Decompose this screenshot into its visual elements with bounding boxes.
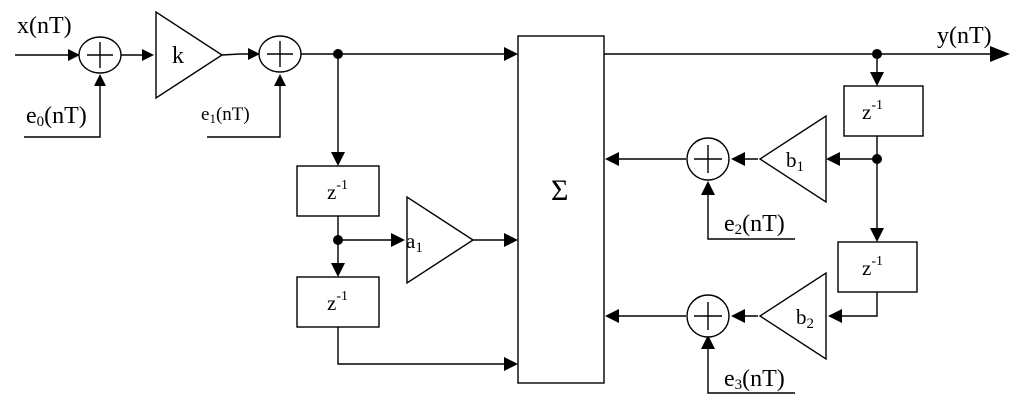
- gain-a1-sub: 1: [415, 240, 423, 256]
- arrow-to-z3: [870, 72, 884, 86]
- arrowheads: [68, 46, 1010, 371]
- delay-label: z-1: [327, 289, 348, 315]
- arrow-b1-adder2: [731, 152, 745, 166]
- adder-1: [258, 35, 302, 73]
- arrow-k-adder1: [248, 48, 260, 60]
- junctions: [333, 49, 882, 245]
- e2-label: e2(nT): [724, 211, 785, 238]
- e1-label: e1(nT): [201, 104, 250, 126]
- arrow-to-b2: [828, 309, 842, 323]
- arrow-z2-summer: [504, 357, 518, 371]
- e0-label: e0(nT): [26, 103, 87, 130]
- summing-block: Σ: [517, 35, 605, 384]
- delay-z2: z-1: [296, 276, 380, 328]
- delay-z3: z-1: [843, 85, 924, 137]
- arrow-to-z4: [870, 228, 884, 242]
- arrow-a1-summer: [504, 233, 518, 247]
- gain-a1: a1: [406, 195, 475, 285]
- gain-b1: b1: [758, 114, 827, 204]
- gain-b1-sub: 1: [797, 159, 805, 175]
- arrow-e1-adder1: [274, 74, 286, 86]
- gain-b2-base: b: [796, 305, 807, 329]
- arrow-to-a1: [391, 233, 405, 247]
- delay-label: z-1: [327, 178, 348, 204]
- arrow-e0-adder0: [94, 74, 106, 86]
- adder-0: [78, 36, 122, 74]
- arrow-e2-adder2: [701, 181, 715, 195]
- gain-b2-label: b2: [796, 305, 814, 332]
- arrow-input-adder0: [68, 49, 80, 61]
- adder-3: [686, 294, 730, 338]
- delay-label: z-1: [862, 98, 883, 124]
- gain-b2-sub: 2: [807, 316, 815, 332]
- input-label: x(nT): [17, 13, 72, 39]
- arrow-to-z1: [331, 152, 345, 166]
- sigma-symbol: Σ: [551, 174, 568, 207]
- arrow-to-b1: [826, 152, 840, 166]
- gain-a1-base: a: [406, 229, 416, 253]
- e3-label: e3(nT): [724, 366, 785, 393]
- junction-dot: [872, 49, 882, 59]
- arrow-adder2-summer: [605, 152, 619, 166]
- arrow-output: [990, 46, 1010, 62]
- arrow-b2-adder3: [731, 309, 745, 323]
- gain-a1-label: a1: [406, 229, 423, 256]
- gain-b1-label: b1: [786, 148, 804, 175]
- delay-z1: z-1: [296, 165, 380, 217]
- gain-k: k: [155, 10, 224, 100]
- arrow-top-summer: [504, 47, 518, 61]
- arrow-to-z2: [331, 263, 345, 277]
- junction-dot: [333, 49, 343, 59]
- adder-2: [686, 137, 730, 181]
- arrow-e3-adder3: [701, 335, 715, 349]
- junction-dot: [872, 154, 882, 164]
- gain-b1-base: b: [786, 148, 797, 172]
- output-label: y(nT): [937, 23, 992, 49]
- arrow-adder3-summer: [605, 309, 619, 323]
- junction-dot: [333, 235, 343, 245]
- gain-b2: b2: [758, 271, 827, 361]
- delay-z4: z-1: [837, 241, 918, 293]
- arrow-adder0-k: [142, 49, 154, 61]
- delay-label: z-1: [862, 254, 883, 280]
- gain-k-label: k: [172, 43, 184, 69]
